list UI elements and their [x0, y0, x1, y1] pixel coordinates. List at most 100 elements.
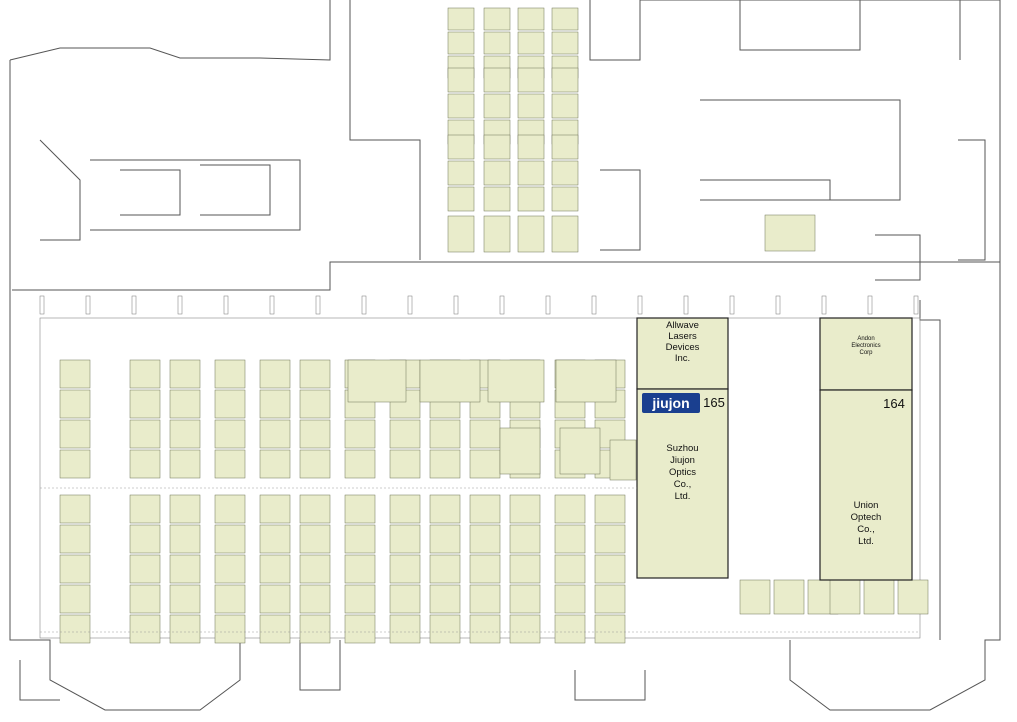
booth[interactable] — [214, 449, 246, 479]
booth[interactable] — [389, 584, 421, 614]
booth[interactable] — [429, 494, 461, 524]
booth[interactable] — [555, 359, 617, 403]
booth[interactable] — [214, 494, 246, 524]
booth[interactable] — [259, 494, 291, 524]
booth[interactable] — [551, 31, 579, 55]
booth[interactable] — [554, 494, 586, 524]
booth[interactable] — [509, 524, 541, 554]
booth[interactable] — [554, 554, 586, 584]
booth[interactable] — [389, 449, 421, 479]
booth[interactable] — [259, 389, 291, 419]
booth[interactable] — [299, 524, 331, 554]
booth[interactable] — [59, 524, 91, 554]
booth[interactable] — [429, 554, 461, 584]
booth[interactable] — [469, 524, 501, 554]
booth[interactable] — [299, 419, 331, 449]
booth-andon[interactable] — [819, 317, 913, 391]
booth[interactable] — [469, 584, 501, 614]
booth[interactable] — [59, 614, 91, 644]
booth[interactable] — [347, 359, 407, 403]
booth[interactable] — [551, 160, 579, 186]
booth[interactable] — [469, 614, 501, 644]
booth[interactable] — [469, 419, 501, 449]
booth[interactable] — [447, 31, 475, 55]
booth[interactable] — [344, 524, 376, 554]
booth[interactable] — [447, 160, 475, 186]
booth[interactable] — [214, 524, 246, 554]
booth[interactable] — [551, 134, 579, 160]
booth[interactable] — [59, 554, 91, 584]
booth[interactable] — [344, 584, 376, 614]
booth[interactable] — [299, 449, 331, 479]
booth[interactable] — [169, 524, 201, 554]
booth[interactable] — [389, 494, 421, 524]
booth[interactable] — [483, 7, 511, 31]
booth[interactable] — [739, 579, 771, 615]
booth[interactable] — [299, 584, 331, 614]
booth[interactable] — [483, 186, 511, 212]
booth[interactable] — [169, 419, 201, 449]
booth[interactable] — [509, 614, 541, 644]
booth[interactable] — [169, 614, 201, 644]
booth[interactable] — [483, 215, 511, 253]
booth[interactable] — [517, 93, 545, 119]
booth[interactable] — [129, 584, 161, 614]
booth[interactable] — [551, 215, 579, 253]
booth[interactable] — [897, 579, 929, 615]
booth[interactable] — [389, 554, 421, 584]
booth[interactable] — [169, 584, 201, 614]
booth[interactable] — [259, 584, 291, 614]
booth[interactable] — [59, 359, 91, 389]
booth[interactable] — [447, 215, 475, 253]
booth[interactable] — [509, 584, 541, 614]
booth[interactable] — [214, 614, 246, 644]
booth[interactable] — [594, 494, 626, 524]
booth[interactable] — [469, 554, 501, 584]
booth[interactable] — [447, 134, 475, 160]
booth[interactable] — [129, 614, 161, 644]
booth[interactable] — [259, 359, 291, 389]
booth[interactable] — [389, 614, 421, 644]
booth[interactable] — [169, 494, 201, 524]
booth-165-jiujon[interactable] — [636, 388, 729, 579]
booth[interactable] — [554, 614, 586, 644]
booth[interactable] — [59, 494, 91, 524]
booth[interactable] — [59, 584, 91, 614]
booth[interactable] — [259, 554, 291, 584]
booth[interactable] — [299, 359, 331, 389]
booth[interactable] — [429, 584, 461, 614]
booth[interactable] — [129, 524, 161, 554]
booth[interactable] — [129, 389, 161, 419]
booth[interactable] — [344, 419, 376, 449]
booth[interactable] — [554, 524, 586, 554]
booth[interactable] — [483, 31, 511, 55]
booth[interactable] — [499, 427, 541, 475]
booth[interactable] — [551, 7, 579, 31]
booth[interactable] — [299, 494, 331, 524]
booth[interactable] — [214, 554, 246, 584]
booth[interactable] — [487, 359, 545, 403]
booth[interactable] — [509, 494, 541, 524]
booth[interactable] — [259, 419, 291, 449]
booth[interactable] — [469, 449, 501, 479]
booth[interactable] — [129, 419, 161, 449]
booth[interactable] — [447, 93, 475, 119]
booth[interactable] — [483, 134, 511, 160]
booth[interactable] — [517, 215, 545, 253]
booth[interactable] — [299, 389, 331, 419]
booth[interactable] — [517, 67, 545, 93]
booth[interactable] — [169, 389, 201, 419]
booth[interactable] — [594, 524, 626, 554]
booth[interactable] — [299, 614, 331, 644]
booth[interactable] — [419, 359, 481, 403]
booth[interactable] — [594, 554, 626, 584]
booth[interactable] — [169, 449, 201, 479]
booth[interactable] — [299, 554, 331, 584]
booth[interactable] — [59, 389, 91, 419]
booth[interactable] — [773, 579, 805, 615]
booth[interactable] — [259, 524, 291, 554]
booth[interactable] — [129, 359, 161, 389]
booth[interactable] — [214, 359, 246, 389]
booth[interactable] — [447, 67, 475, 93]
booth[interactable] — [829, 579, 861, 615]
